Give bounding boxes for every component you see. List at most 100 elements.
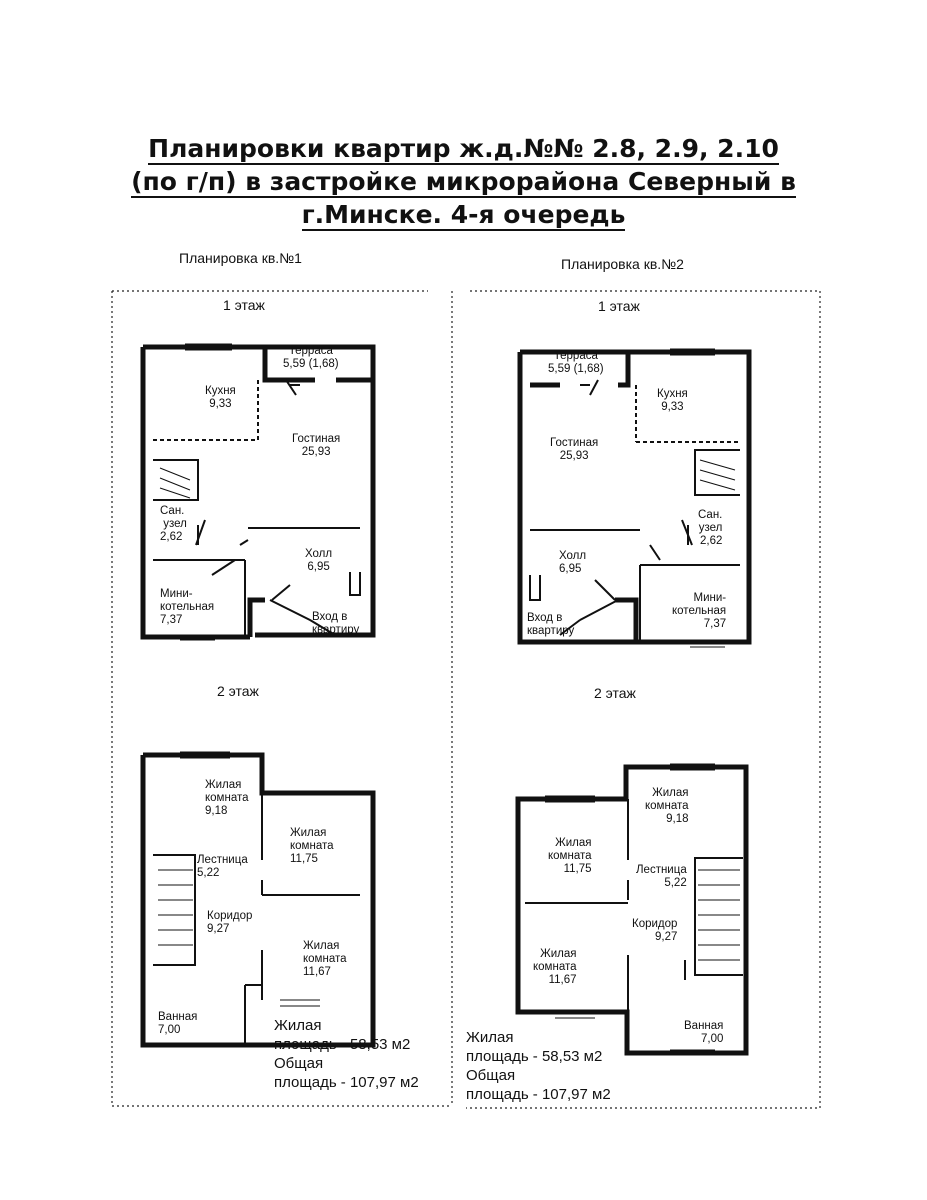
apt1-room1-label: Жилая комната 9,18: [205, 779, 249, 818]
apt1-bathroom-label: Ванная 7,00: [158, 1011, 197, 1037]
apt1-entry-label: Вход в квартиру: [312, 611, 359, 637]
apt2-bathroom-label: Ванная 7,00: [684, 1020, 723, 1046]
room-area: 7,37: [160, 614, 183, 626]
room-area: 7,37: [703, 618, 727, 630]
apt1-area-summary: Жилая площадь - 58,53 м2 Общая площадь -…: [274, 1016, 419, 1092]
room-area: 9,18: [205, 805, 228, 817]
apt2-stairs-label: Лестница 5,22: [636, 864, 687, 890]
living-area-value: площадь - 58,53 м2: [466, 1048, 603, 1065]
room-name: Вход в: [527, 612, 563, 624]
apt1-kitchen-label: Кухня 9,33: [205, 385, 236, 411]
apt1-floor2-label: 2 этаж: [217, 683, 259, 699]
apt2-bath-label: Сан. узел 2,62: [698, 509, 722, 548]
apt1-bath-label: Сан. узел 2,62: [160, 505, 187, 544]
apt2-floor2-label: 2 этаж: [594, 685, 636, 701]
room-name: Терраса: [553, 350, 598, 362]
apt2-terrace-label: Терраса 5,59 (1,68): [548, 350, 604, 376]
apt2-hall-label: Холл 6,95: [559, 550, 586, 576]
room-name: Коридор: [632, 918, 678, 930]
apt2-living-label: Гостиная 25,93: [550, 437, 598, 463]
apt1-room2-label: Жилая комната 11,75: [290, 827, 334, 866]
room-name: узел: [698, 522, 723, 534]
room-name: Гостиная: [292, 433, 341, 445]
room-area: 9,27: [207, 923, 230, 935]
title-line-1: Планировки квартир ж.д.№№ 2.8, 2.9, 2.10: [148, 134, 779, 165]
room-name: Жилая: [555, 837, 592, 849]
room-name: Сан.: [160, 505, 185, 517]
apt1-floor1-plan: [140, 344, 376, 640]
room-area: 5,22: [197, 867, 220, 879]
room-area: 2,62: [700, 535, 723, 547]
room-area: 6,95: [559, 563, 582, 575]
apt1-terrace-label: Терраса 5,59 (1,68): [283, 345, 339, 371]
room-area: 25,93: [559, 450, 589, 462]
room-area: 7,00: [701, 1033, 724, 1045]
room-name: Мини-: [160, 588, 193, 600]
apt2-room3-label: Жилая комната 11,67: [533, 948, 577, 987]
apt2-entry-label: Вход в квартиру: [527, 612, 574, 638]
room-name: Ванная: [158, 1011, 198, 1023]
room-name: Ванная: [684, 1020, 724, 1032]
apt1-room3-label: Жилая комната 11,67: [303, 940, 347, 979]
title-line-3: г.Минске. 4-я очередь: [301, 200, 626, 231]
room-area: 5,59 (1,68): [283, 358, 339, 370]
room-name: Гостиная: [550, 437, 599, 449]
room-area: 9,27: [655, 931, 678, 943]
apt1-floor2-plan: [140, 752, 376, 1048]
room-name: котельная: [672, 605, 727, 617]
area-text: Общая: [466, 1067, 516, 1084]
apt1-stairs-label: Лестница 5,22: [197, 854, 248, 880]
living-area-value: площадь - 58,53 м2: [274, 1036, 411, 1053]
room-area: 2,62: [160, 531, 183, 543]
room-name: Лестница: [197, 854, 248, 866]
apt1-living-label: Гостиная 25,93: [292, 433, 340, 459]
room-area: 9,18: [666, 813, 689, 825]
room-area: 6,95: [307, 561, 330, 573]
apt2-floor1-label: 1 этаж: [598, 298, 640, 314]
room-area: 9,33: [209, 398, 232, 410]
title-line-2: (по г/п) в застройке микрорайона Северны…: [131, 167, 796, 198]
apt2-boiler-label: Мини- котельная 7,37: [672, 592, 726, 631]
room-name: Холл: [559, 550, 587, 562]
room-area: 11,67: [303, 966, 331, 978]
area-text: Жилая: [274, 1017, 322, 1034]
apt1-heading: Планировка кв.№1: [179, 250, 302, 266]
total-area-value: площадь - 107,97 м2: [274, 1074, 419, 1091]
room-name: Сан.: [698, 509, 723, 521]
room-name: котельная: [160, 601, 215, 613]
room-name: комната: [645, 800, 689, 812]
room-name: Коридор: [207, 910, 253, 922]
area-text: Общая: [274, 1055, 324, 1072]
apt1-hall-label: Холл 6,95: [305, 548, 332, 574]
apt2-frame: [466, 290, 821, 1109]
apt2-room1-label: Жилая комната 9,18: [645, 787, 689, 826]
apt2-floor2-plan: [515, 764, 749, 1056]
apt2-kitchen-label: Кухня 9,33: [657, 388, 688, 414]
apt1-boiler-label: Мини- котельная 7,37: [160, 588, 214, 627]
room-name: комната: [290, 840, 334, 852]
apt1-corridor-label: Коридор 9,27: [207, 910, 252, 936]
room-area: 11,75: [290, 853, 318, 865]
apt2-area-summary: Жилая площадь - 58,53 м2 Общая площадь -…: [466, 1028, 611, 1104]
room-name: Кухня: [205, 385, 236, 397]
apt2-room2-label: Жилая комната 11,75: [548, 837, 592, 876]
room-name: Жилая: [290, 827, 327, 839]
room-name: комната: [303, 953, 347, 965]
room-name: комната: [205, 792, 249, 804]
room-name: Мини-: [693, 592, 727, 604]
room-area: 7,00: [158, 1024, 181, 1036]
room-name: Жилая: [652, 787, 689, 799]
room-area: 5,22: [664, 877, 687, 889]
room-name: Лестница: [636, 864, 687, 876]
room-name: квартиру: [312, 624, 360, 636]
room-name: узел: [163, 518, 187, 530]
room-name: комната: [548, 850, 592, 862]
room-area: 9,33: [661, 401, 684, 413]
room-name: Терраса: [288, 345, 333, 357]
room-name: Холл: [305, 548, 333, 560]
room-name: Вход в: [312, 611, 348, 623]
apt2-corridor-label: Коридор 9,27: [632, 918, 677, 944]
total-area-value: площадь - 107,97 м2: [466, 1086, 611, 1103]
area-text: Жилая: [466, 1029, 514, 1046]
room-name: Жилая: [205, 779, 242, 791]
